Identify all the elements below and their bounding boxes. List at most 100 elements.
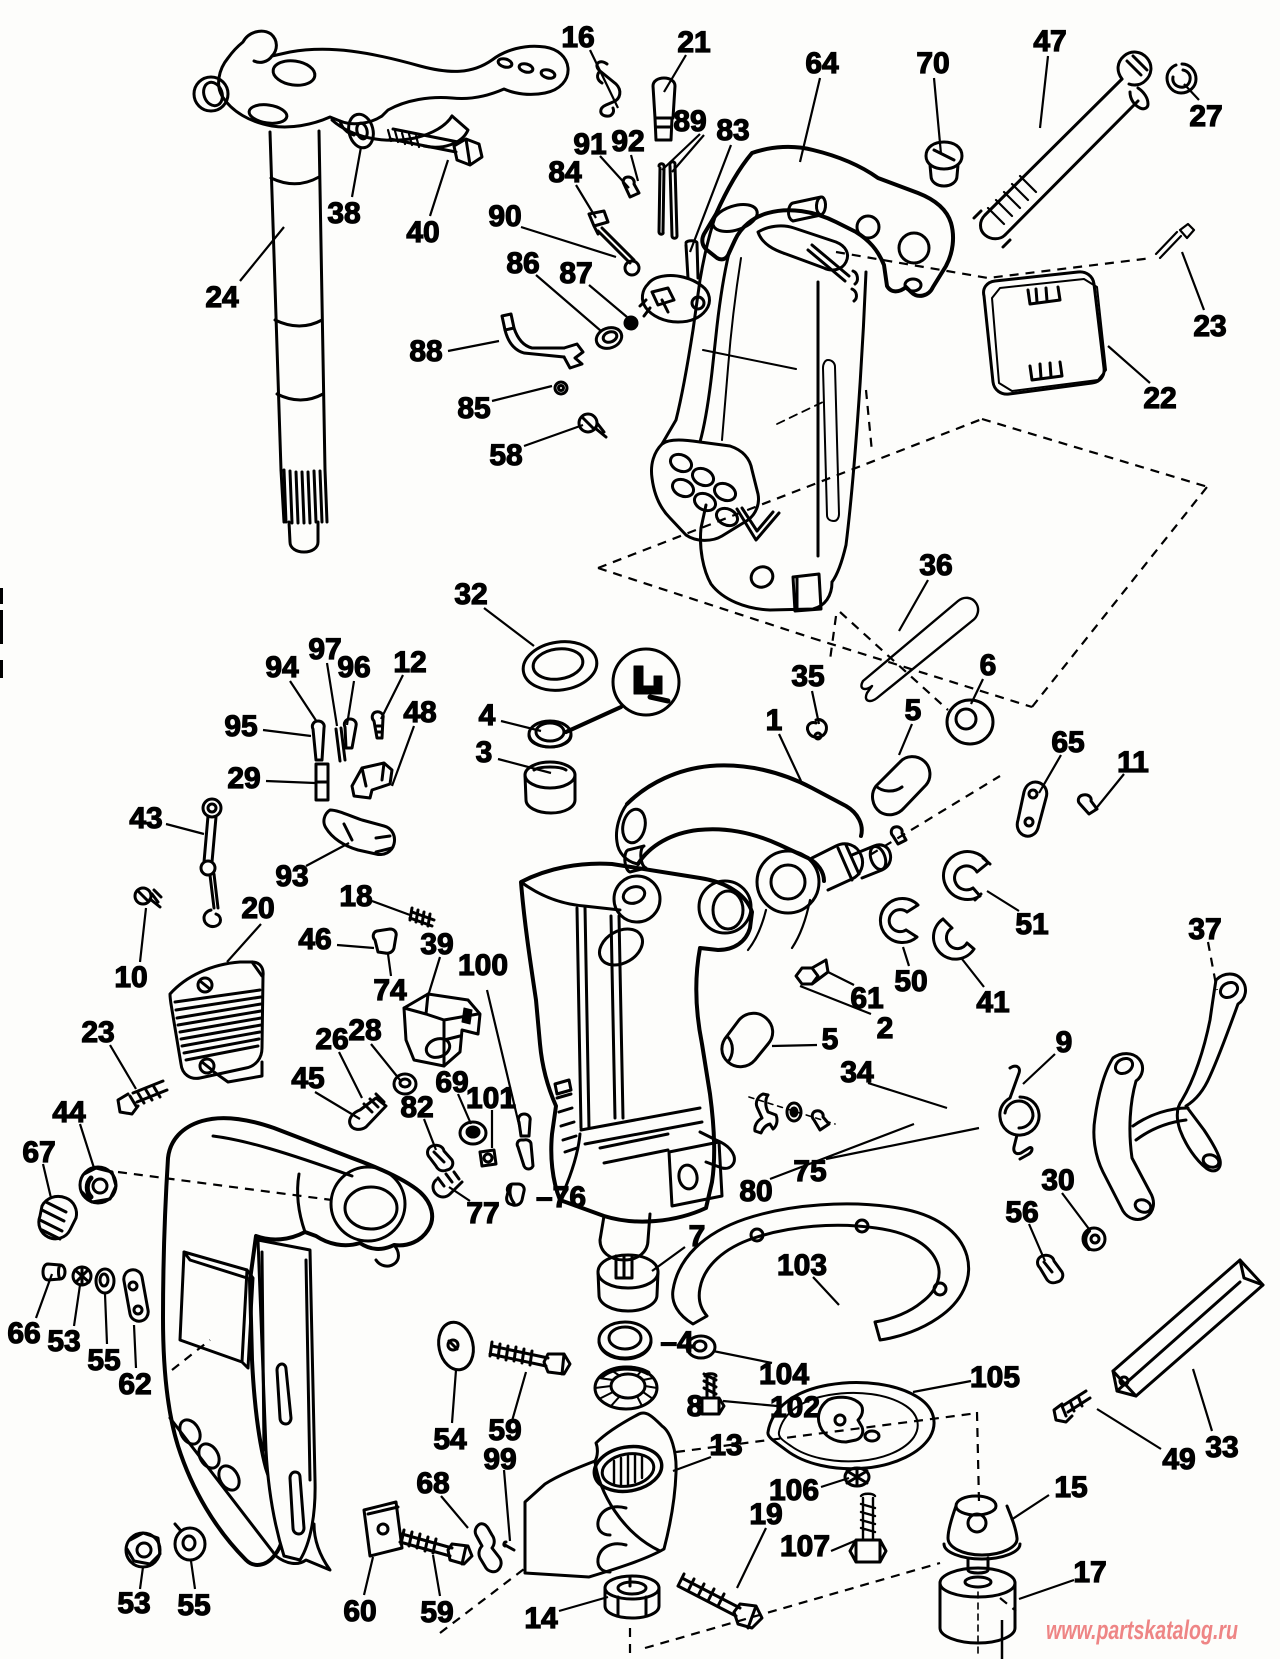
- svg-text:46: 46: [298, 923, 331, 956]
- svg-text:54: 54: [433, 1423, 467, 1456]
- svg-text:–4: –4: [660, 1326, 694, 1359]
- svg-text:41: 41: [976, 986, 1009, 1019]
- svg-text:24: 24: [205, 281, 239, 314]
- svg-text:91: 91: [573, 128, 606, 161]
- svg-text:97: 97: [308, 633, 341, 666]
- svg-text:13: 13: [709, 1429, 742, 1462]
- svg-text:58: 58: [489, 439, 522, 472]
- svg-text:22: 22: [1143, 382, 1176, 415]
- svg-text:9: 9: [1056, 1026, 1073, 1059]
- svg-text:99: 99: [483, 1443, 516, 1476]
- svg-text:34: 34: [840, 1056, 874, 1089]
- svg-text:107: 107: [780, 1530, 830, 1563]
- svg-text:–76: –76: [536, 1181, 586, 1214]
- svg-text:61: 61: [850, 982, 883, 1015]
- svg-text:23: 23: [81, 1016, 114, 1049]
- svg-text:94: 94: [265, 651, 299, 684]
- svg-text:11: 11: [1117, 746, 1149, 779]
- svg-text:www.partskatalog.ru: www.partskatalog.ru: [1046, 1615, 1238, 1645]
- svg-text:64: 64: [805, 47, 839, 80]
- svg-text:47: 47: [1033, 25, 1066, 58]
- svg-text:86: 86: [506, 247, 539, 280]
- svg-text:55: 55: [87, 1344, 120, 1377]
- svg-text:15: 15: [1054, 1471, 1087, 1504]
- svg-text:10: 10: [114, 961, 147, 994]
- svg-text:40: 40: [406, 216, 439, 249]
- svg-text:20: 20: [241, 892, 274, 925]
- svg-text:96: 96: [337, 651, 370, 684]
- svg-text:27: 27: [1189, 100, 1222, 133]
- svg-text:104: 104: [759, 1358, 809, 1391]
- svg-text:100: 100: [458, 949, 508, 982]
- svg-text:68: 68: [416, 1467, 449, 1500]
- svg-text:105: 105: [970, 1361, 1020, 1394]
- svg-text:84: 84: [548, 156, 582, 189]
- svg-text:50: 50: [894, 965, 927, 998]
- svg-text:101: 101: [466, 1082, 516, 1115]
- svg-text:7: 7: [689, 1220, 706, 1253]
- svg-text:59: 59: [488, 1414, 521, 1447]
- svg-text:103: 103: [777, 1249, 827, 1282]
- svg-text:93: 93: [275, 860, 308, 893]
- svg-text:77: 77: [466, 1197, 499, 1230]
- svg-text:70: 70: [916, 47, 949, 80]
- svg-text:19: 19: [749, 1498, 782, 1531]
- svg-text:66: 66: [7, 1317, 40, 1350]
- svg-text:75: 75: [793, 1155, 826, 1188]
- svg-text:23: 23: [1193, 310, 1226, 343]
- svg-text:1: 1: [766, 704, 783, 737]
- svg-text:83: 83: [716, 114, 749, 147]
- svg-text:90: 90: [488, 200, 521, 233]
- svg-text:37: 37: [1188, 913, 1221, 946]
- svg-text:45: 45: [291, 1062, 324, 1095]
- svg-text:55: 55: [177, 1589, 210, 1622]
- svg-text:26: 26: [315, 1023, 348, 1056]
- svg-text:43: 43: [129, 802, 162, 835]
- svg-text:4: 4: [479, 699, 496, 732]
- svg-text:74: 74: [373, 974, 407, 1007]
- svg-text:56: 56: [1005, 1196, 1038, 1229]
- svg-text:18: 18: [339, 880, 372, 913]
- svg-text:39: 39: [420, 928, 453, 961]
- svg-text:16: 16: [561, 21, 594, 54]
- svg-text:88: 88: [409, 335, 442, 368]
- svg-text:49: 49: [1162, 1443, 1195, 1476]
- svg-text:5: 5: [905, 694, 922, 727]
- svg-text:80: 80: [739, 1175, 772, 1208]
- svg-text:21: 21: [677, 26, 710, 59]
- svg-text:32: 32: [454, 578, 487, 611]
- svg-text:5: 5: [822, 1023, 839, 1056]
- svg-text:6: 6: [980, 649, 997, 682]
- svg-text:51: 51: [1015, 908, 1048, 941]
- svg-text:12: 12: [393, 646, 426, 679]
- svg-text:59: 59: [420, 1596, 453, 1629]
- svg-text:48: 48: [403, 696, 436, 729]
- svg-text:53: 53: [47, 1325, 80, 1358]
- svg-text:30: 30: [1041, 1164, 1074, 1197]
- svg-text:28: 28: [348, 1014, 381, 1047]
- svg-text:65: 65: [1051, 726, 1084, 759]
- svg-text:89: 89: [673, 105, 706, 138]
- svg-text:92: 92: [611, 125, 644, 158]
- svg-text:95: 95: [224, 710, 257, 743]
- svg-text:62: 62: [118, 1368, 151, 1401]
- svg-text:69: 69: [435, 1066, 468, 1099]
- svg-text:44: 44: [52, 1096, 86, 1129]
- svg-text:2: 2: [877, 1012, 894, 1045]
- svg-text:38: 38: [327, 197, 360, 230]
- svg-text:33: 33: [1205, 1431, 1238, 1464]
- svg-text:85: 85: [457, 392, 490, 425]
- svg-text:82: 82: [400, 1091, 433, 1124]
- svg-text:67: 67: [22, 1136, 55, 1169]
- svg-text:17: 17: [1073, 1556, 1106, 1589]
- svg-text:8: 8: [687, 1390, 704, 1423]
- svg-text:53: 53: [117, 1587, 150, 1620]
- svg-text:3: 3: [476, 736, 493, 769]
- svg-text:102: 102: [770, 1391, 820, 1424]
- svg-text:106: 106: [769, 1474, 819, 1507]
- svg-text:60: 60: [343, 1595, 376, 1628]
- svg-text:29: 29: [227, 762, 260, 795]
- svg-text:36: 36: [919, 549, 952, 582]
- svg-text:87: 87: [559, 257, 592, 290]
- svg-text:14: 14: [524, 1602, 558, 1635]
